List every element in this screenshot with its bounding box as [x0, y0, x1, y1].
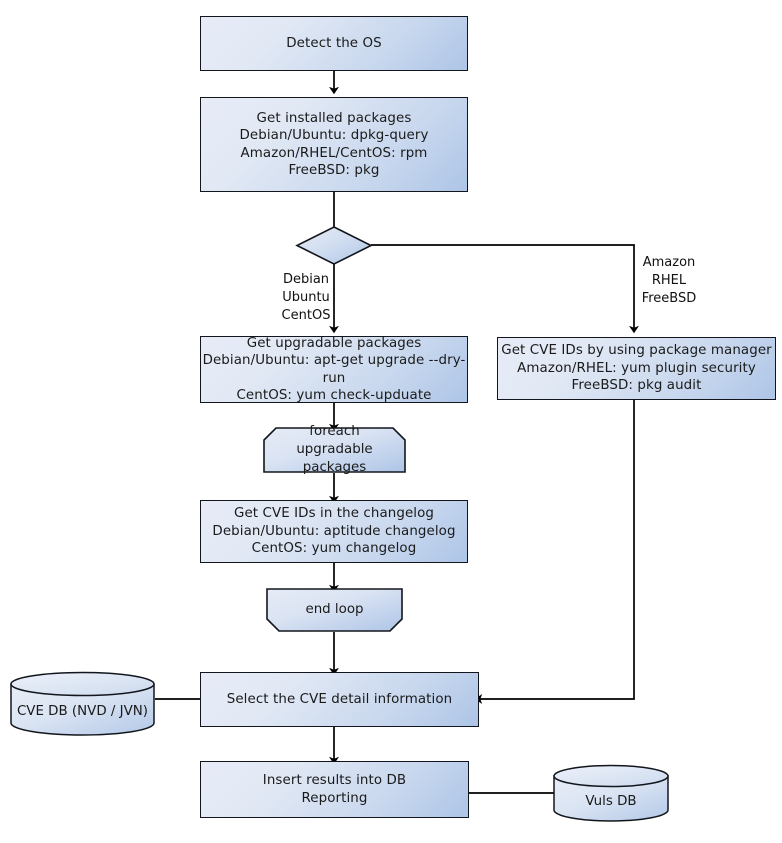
- edge-pkgmgr-to-select: [474, 400, 635, 704]
- node-vuls-database-label: Vuls DB: [585, 793, 637, 809]
- edge-label-left-branch: Debian Ubuntu CentOS: [281, 272, 331, 323]
- node-cve-database-label: CVE DB (NVD / JVN): [16, 704, 149, 719]
- node-os-decision[interactable]: [295, 226, 373, 265]
- node-foreach-label: foreach upgradable packages: [296, 424, 373, 475]
- node-select-cve-detail[interactable]: Select the CVE detail information: [200, 672, 479, 727]
- node-end-loop-label: end loop: [305, 602, 364, 618]
- node-insert-results-reporting[interactable]: Insert results into DB Reporting: [200, 761, 469, 818]
- edge-decision-right-branch: [371, 244, 639, 334]
- node-cve-database[interactable]: CVE DB (NVD / JVN): [9, 671, 156, 736]
- edge-label-right-branch: Amazon RHEL FreeBSD: [641, 255, 697, 306]
- node-get-installed-packages[interactable]: Get installed packages Debian/Ubuntu: dp…: [200, 97, 468, 192]
- node-foreach-loop-start[interactable]: foreach upgradable packages: [263, 424, 406, 475]
- node-detect-os[interactable]: Detect the OS: [200, 16, 468, 71]
- node-get-cve-in-changelog[interactable]: Get CVE IDs in the changelog Debian/Ubun…: [200, 500, 468, 563]
- node-get-cve-by-package-manager[interactable]: Get CVE IDs by using package manager Ama…: [497, 337, 776, 400]
- node-vuls-database[interactable]: Vuls DB: [552, 764, 670, 822]
- node-end-loop[interactable]: end loop: [266, 588, 403, 632]
- node-get-upgradable-packages[interactable]: Get upgradable packages Debian/Ubuntu: a…: [200, 336, 468, 403]
